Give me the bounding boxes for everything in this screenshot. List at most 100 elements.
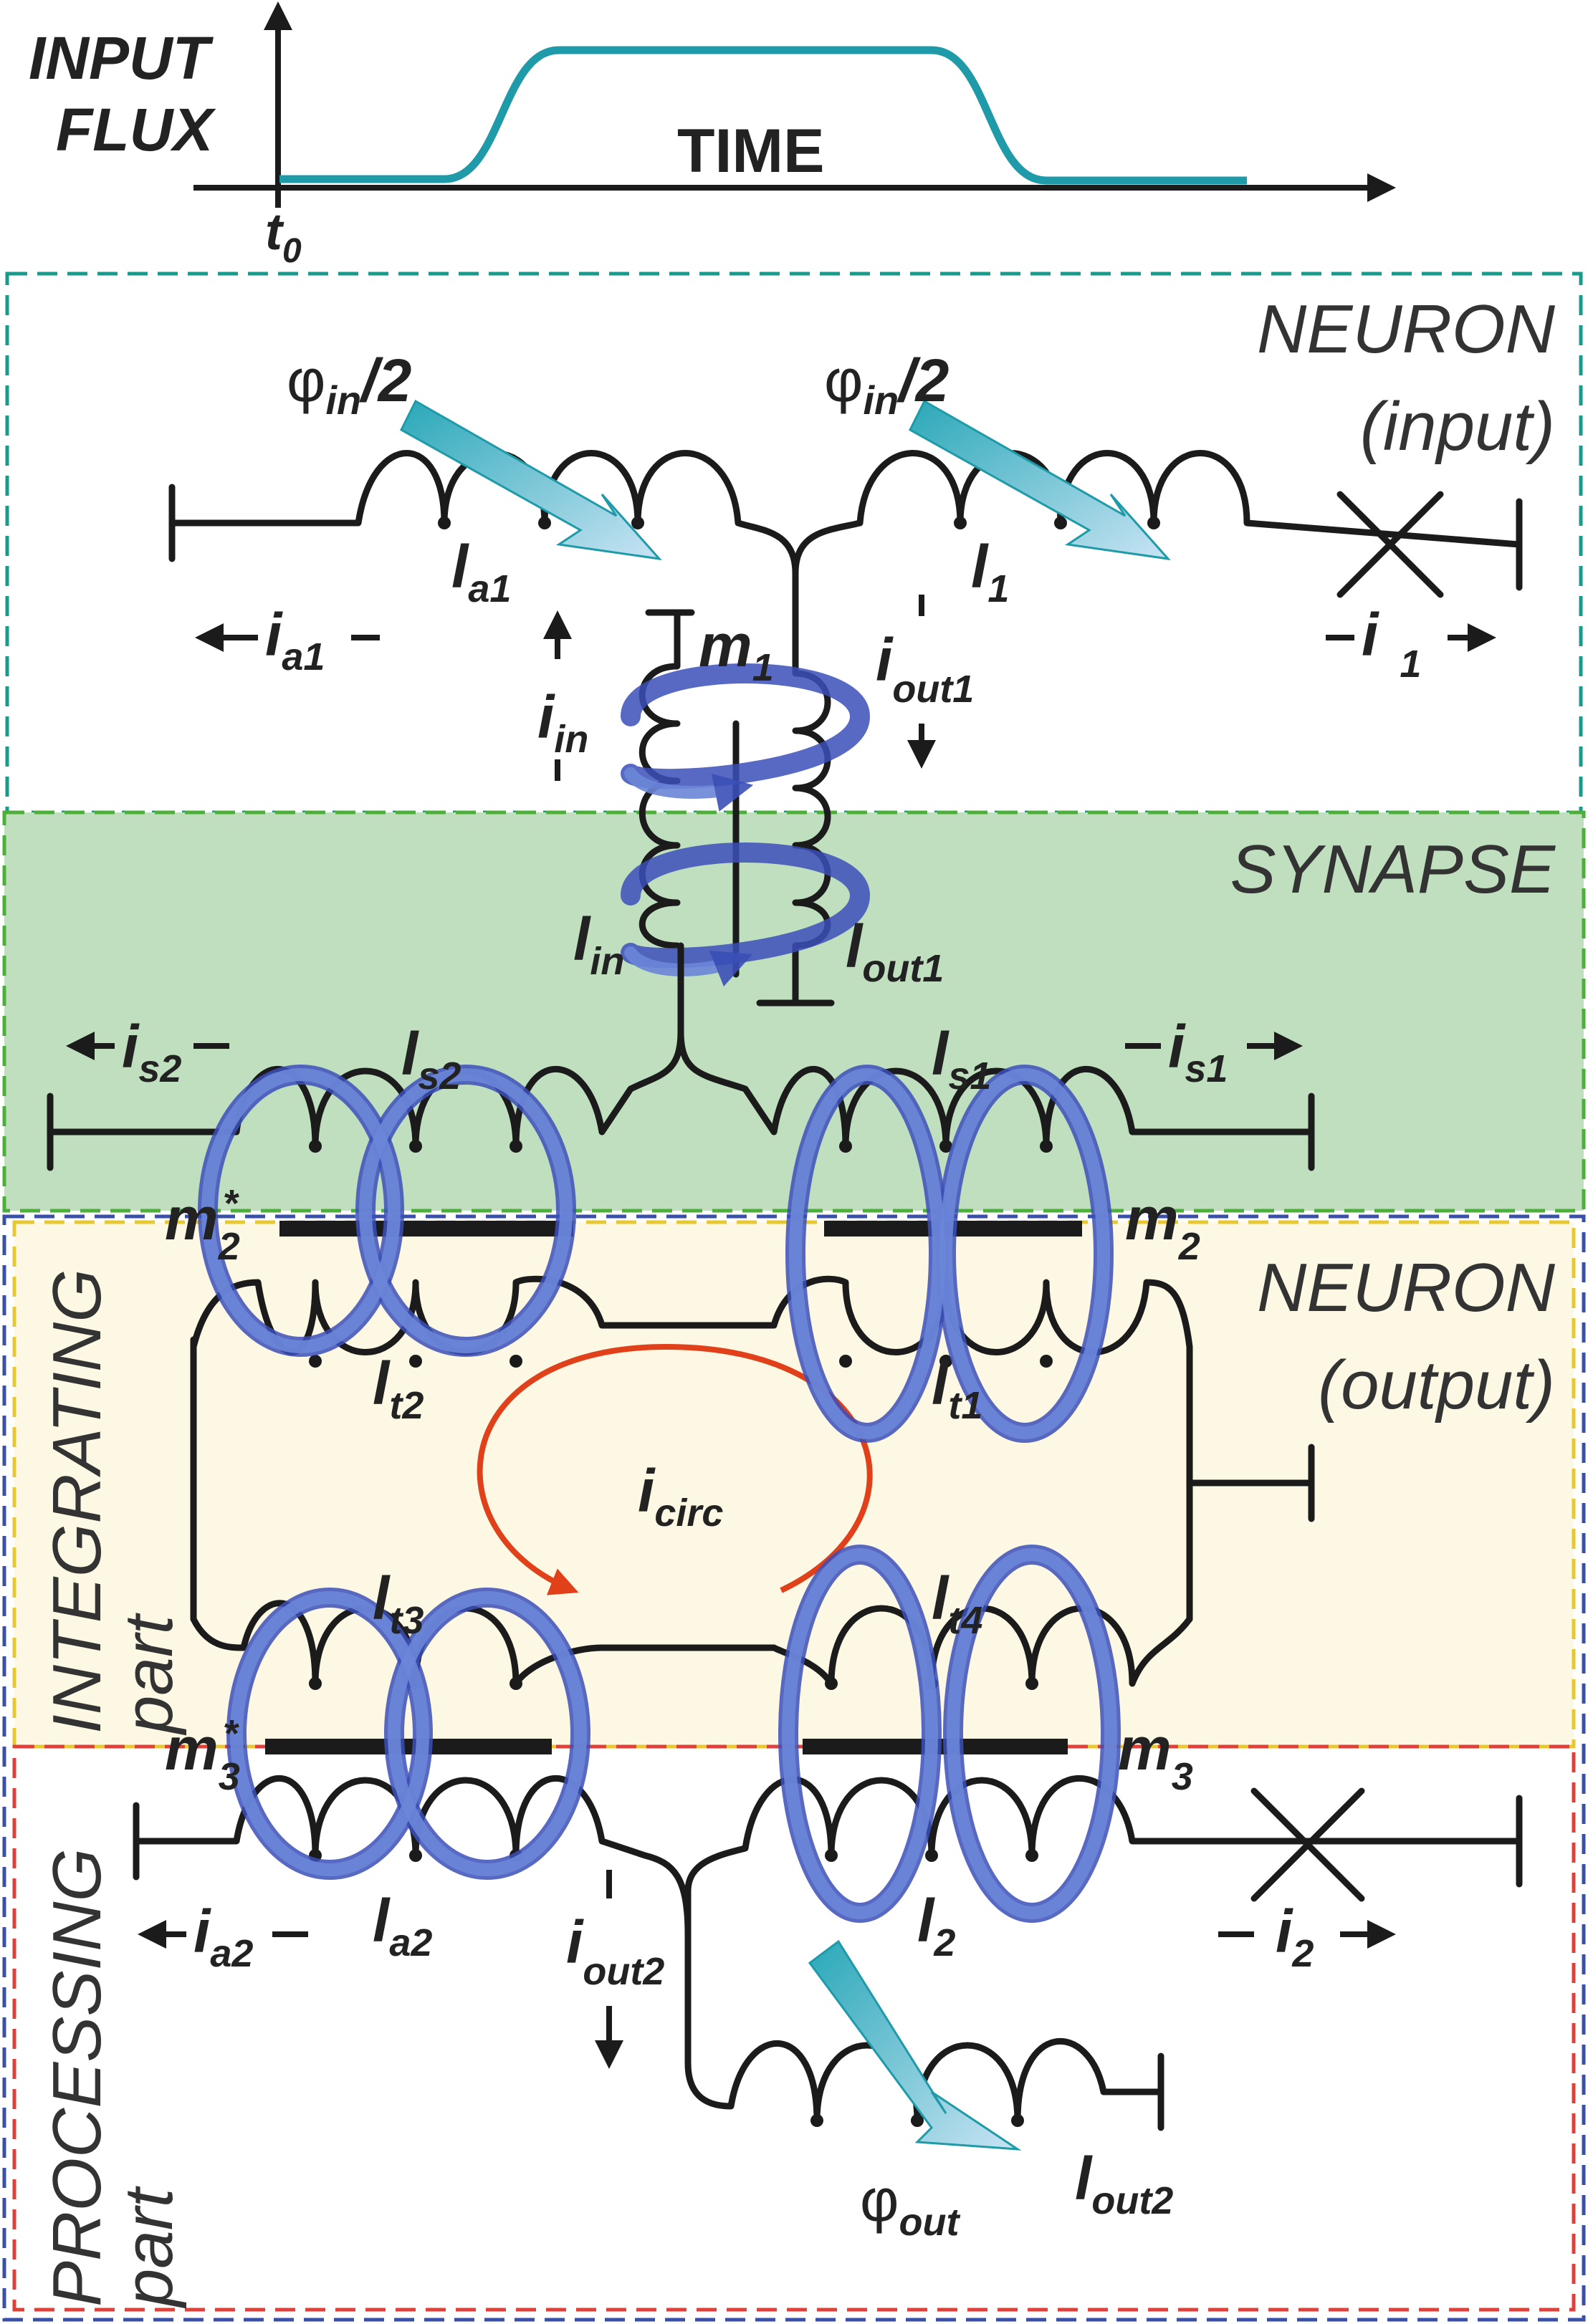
neuron-output-title: NEURON <box>1257 1249 1556 1326</box>
svg-text:icirc: icirc <box>638 1457 723 1535</box>
integrating-title: INTEGRATING <box>39 1269 115 1734</box>
la1-base: l <box>451 533 469 600</box>
svg-text:lout1: lout1 <box>846 913 944 990</box>
neuron-output-subtitle: (output) <box>1318 1347 1555 1423</box>
svg-text:ls2: ls2 <box>401 1020 461 1098</box>
svg-text:lt2: lt2 <box>373 1350 424 1427</box>
icirc-sub: circ <box>654 1492 723 1535</box>
svg-text:l2: l2 <box>917 1887 955 1964</box>
svg-text:m3*: m3* <box>165 1712 240 1798</box>
svg-text:INPUT: INPUT <box>29 24 214 92</box>
svg-text:m2: m2 <box>1125 1185 1200 1268</box>
inductor-lt2 <box>190 1275 1193 1355</box>
t0-sub: 0 <box>282 232 302 270</box>
inductor-lout1 <box>792 641 831 1007</box>
inductor-l1 <box>792 450 1523 648</box>
m2-star-sub: 2 <box>218 1225 240 1268</box>
phi-in-right-sub: in <box>863 378 899 423</box>
ia2-sub: a2 <box>210 1932 253 1975</box>
i-circ-arrow <box>477 1343 873 1595</box>
svg-text:is2: is2 <box>122 1013 181 1090</box>
current-arrows <box>66 595 1496 2069</box>
svg-text:lout2: lout2 <box>1075 2145 1173 2222</box>
la2-sub: a2 <box>389 1921 432 1964</box>
ia1-base: i <box>265 601 283 668</box>
svg-text:iin: iin <box>537 683 588 761</box>
svg-text:φin/2: φin/2 <box>824 347 949 423</box>
lt1-base: l <box>932 1350 950 1417</box>
neuron-input-subtitle: (input) <box>1360 388 1555 465</box>
lout1-sub: out1 <box>862 947 944 990</box>
m1-sub: 1 <box>752 646 774 689</box>
input-flux-line1: INPUT <box>29 24 214 92</box>
phi-in-left-tail: /2 <box>358 347 411 414</box>
i2-sub: 2 <box>1291 1932 1314 1975</box>
lout2-sub: out2 <box>1091 2179 1173 2222</box>
phi-in-right-base: φ <box>824 347 863 414</box>
m2-sub: 2 <box>1178 1225 1200 1268</box>
m3-star-base: m <box>165 1715 219 1782</box>
lin-sub: in <box>590 940 624 983</box>
processing-region <box>12 1744 1576 2312</box>
transformer-m1 <box>621 609 871 1007</box>
lt2-sub: t2 <box>389 1384 424 1427</box>
svg-text:m3: m3 <box>1118 1715 1193 1798</box>
processing-title: PROCESSING <box>39 1848 115 2307</box>
is1-base: i <box>1168 1013 1186 1080</box>
inductor-lin <box>638 609 681 949</box>
icirc-base: i <box>638 1457 656 1524</box>
svg-text:is1: is1 <box>1168 1013 1228 1090</box>
phi-in-arrow-right <box>909 399 1171 561</box>
processing-subtitle: part <box>110 2186 187 2309</box>
m3-star-sup: * <box>223 1712 240 1755</box>
flux-pulse-curve <box>279 46 1247 185</box>
synapse-region <box>2 810 1586 1213</box>
is2-base: i <box>122 1013 140 1080</box>
iin-sub: in <box>554 718 588 761</box>
phi-in-arrow-left <box>400 399 662 561</box>
svg-text:iout1: iout1 <box>876 626 974 711</box>
m1-base: m <box>699 612 752 679</box>
svg-text:t0: t0 <box>265 203 302 270</box>
t0-base: t <box>265 203 284 261</box>
svg-text:ia1: ia1 <box>265 601 325 678</box>
la1-sub: a1 <box>468 567 511 610</box>
l2-base: l <box>917 1887 935 1954</box>
svg-text:i2: i2 <box>1276 1898 1314 1975</box>
svg-text:ia2: ia2 <box>193 1898 253 1975</box>
lout2-base: l <box>1075 2145 1093 2212</box>
svg-text:m2*: m2* <box>165 1182 240 1268</box>
neuron-input-title: NEURON <box>1257 291 1556 368</box>
time-label: TIME <box>677 117 824 186</box>
input-flux-plot: INPUT FLUX TIME t0 <box>29 1 1396 270</box>
ls1-sub: s1 <box>948 1055 991 1098</box>
svg-text:FLUX: FLUX <box>56 96 216 163</box>
ia1-sub: a1 <box>282 635 325 678</box>
neuron-input-circuit <box>168 399 1523 648</box>
m2-base: m <box>1125 1185 1179 1252</box>
iout1-sub: out1 <box>892 668 974 711</box>
svg-text:lt3: lt3 <box>373 1565 424 1642</box>
svg-text:la1: la1 <box>451 533 511 610</box>
inductor-l2 <box>684 1775 1523 1938</box>
svg-text:φout: φout <box>860 2166 960 2244</box>
svg-text:lin: lin <box>573 906 624 983</box>
ia2-base: i <box>193 1898 211 1965</box>
l2-sub: 2 <box>933 1921 955 1964</box>
phi-in-right-tail: /2 <box>896 347 949 414</box>
lt2-base: l <box>373 1350 391 1417</box>
i1-sub: 1 <box>1400 643 1421 686</box>
la2-base: l <box>373 1887 391 1954</box>
m2-star-base: m <box>165 1185 219 1252</box>
input-flux-line2: FLUX <box>56 96 216 163</box>
coupling-loops <box>198 1065 1121 1923</box>
synapse-title: SYNAPSE <box>1230 831 1555 908</box>
svg-text:iout2: iout2 <box>566 1908 664 1993</box>
svg-text:lt1: lt1 <box>932 1350 982 1427</box>
m2-star-sup: * <box>223 1182 240 1225</box>
josephson-junction-2 <box>1250 1787 1365 1902</box>
phi-out-arrow <box>808 1939 1022 2151</box>
